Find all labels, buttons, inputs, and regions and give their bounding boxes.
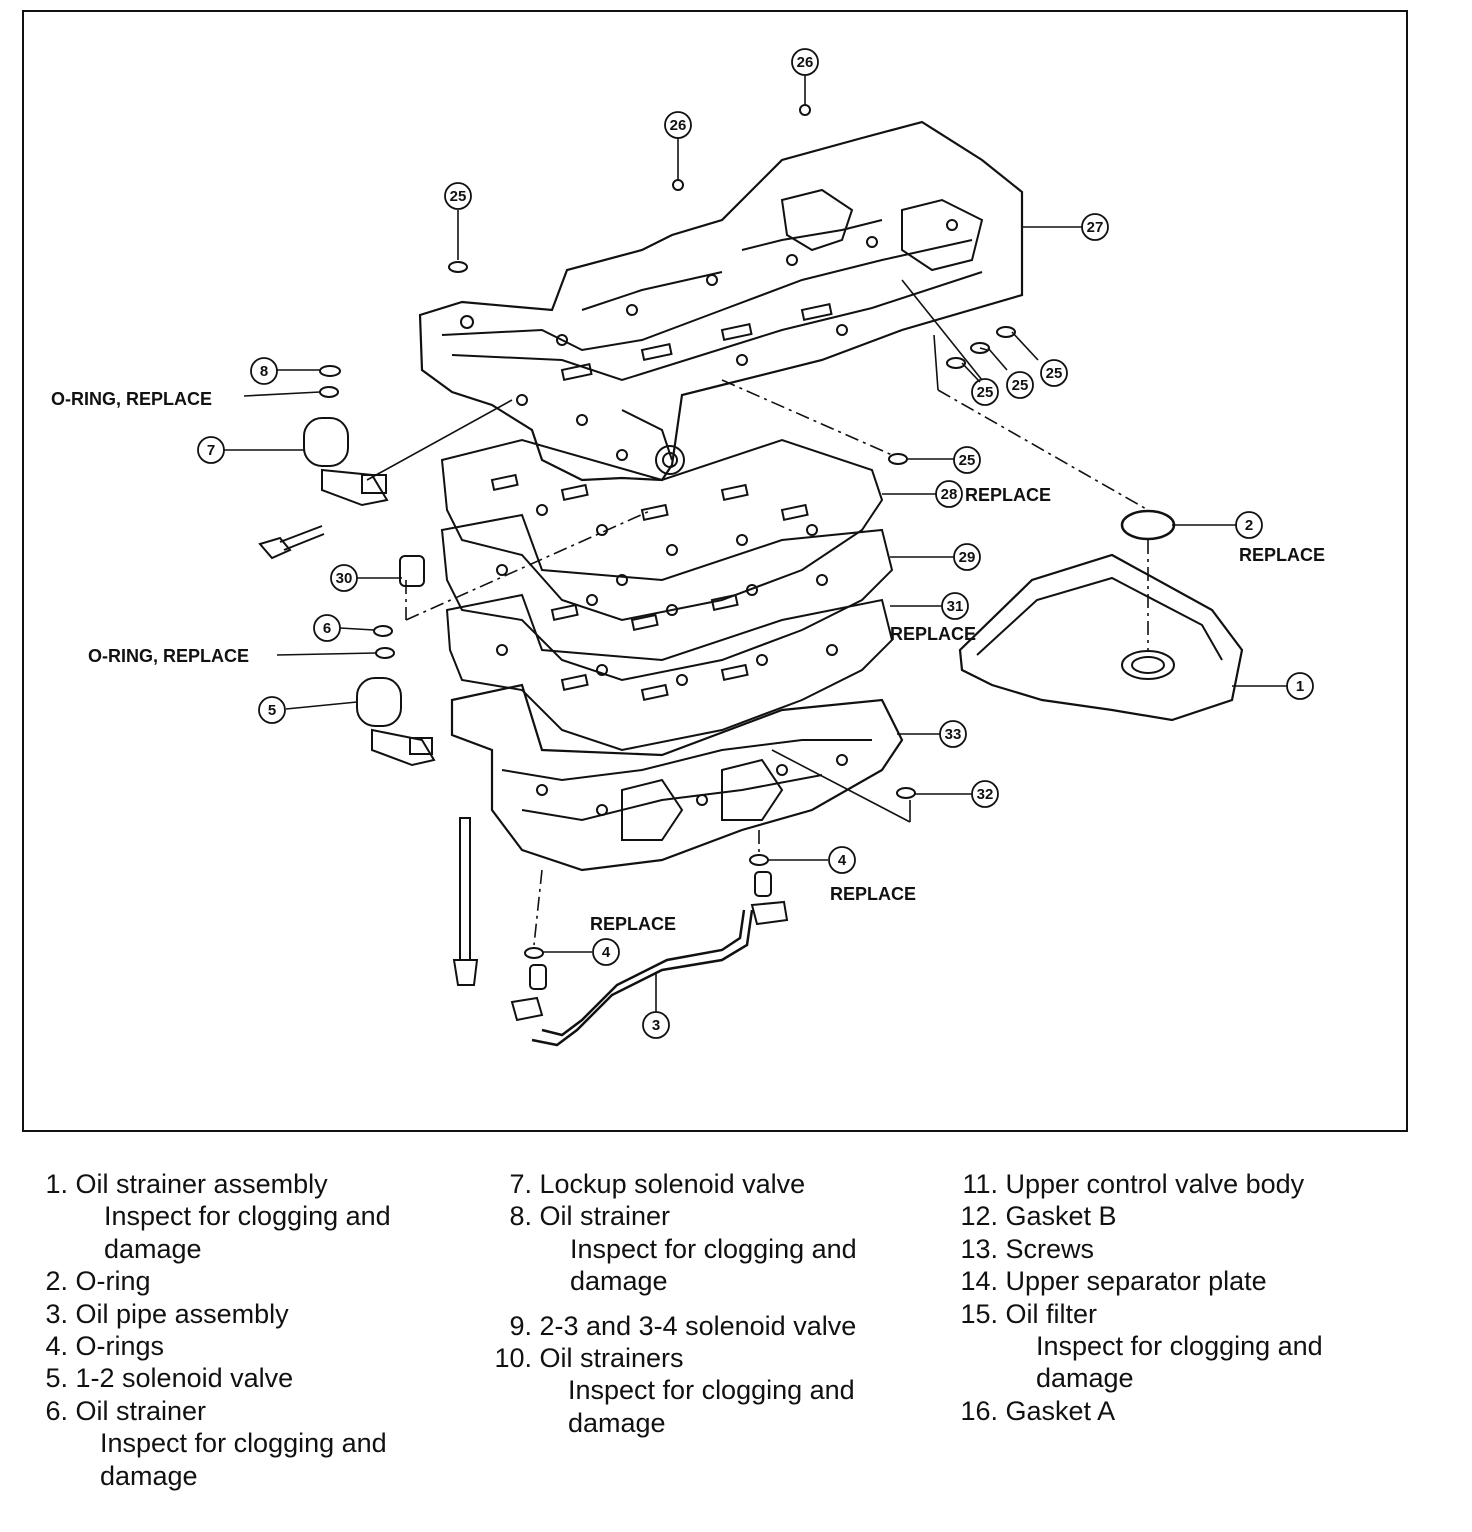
callout-5: 5 bbox=[258, 696, 286, 724]
callout-3: 3 bbox=[642, 1011, 670, 1039]
callout-25-top-left: 25 bbox=[444, 182, 472, 210]
callout-2: 2 bbox=[1235, 511, 1263, 539]
legend-item: 7. Lockup solenoid valve bbox=[509, 1169, 806, 1199]
svg-text:27: 27 bbox=[1087, 219, 1104, 236]
svg-text:4: 4 bbox=[602, 944, 611, 961]
svg-text:29: 29 bbox=[959, 549, 976, 566]
legend-column-2: 7. Lockup solenoid valve 8. Oil strainer… bbox=[488, 1168, 928, 1439]
svg-text:25: 25 bbox=[977, 384, 994, 401]
long-bolt bbox=[452, 817, 479, 986]
callout-8: 8 bbox=[250, 357, 278, 385]
legend-note: Inspect for clogging and damage bbox=[568, 1375, 855, 1438]
label-oring-replace-top: O-RING, REPLACE bbox=[51, 389, 212, 409]
bolt-7 bbox=[258, 525, 325, 560]
oil-strainer-assembly bbox=[958, 553, 1244, 722]
upper-separator-plate bbox=[440, 513, 894, 682]
exploded-diagram: 1 2 3 4 4 5 6 7 8 25 25 25 25 25 26 26 2… bbox=[51, 48, 1325, 1047]
svg-text:3: 3 bbox=[652, 1017, 660, 1034]
legend-item: 6. Oil strainer bbox=[45, 1395, 207, 1426]
callout-31: 31 bbox=[941, 592, 969, 620]
upper-control-valve-body bbox=[418, 120, 1024, 482]
callout-6: 6 bbox=[313, 614, 341, 642]
callout-4-left: 4 bbox=[592, 938, 620, 966]
legend-item: 8. Oil strainer bbox=[509, 1201, 671, 1232]
legend-item: 12. Gasket B bbox=[960, 1201, 1117, 1232]
oil-strainer-30 bbox=[399, 555, 425, 587]
callout-33: 33 bbox=[939, 720, 967, 748]
callout-25-right-c: 25 bbox=[971, 378, 999, 406]
label-replace-31: REPLACE bbox=[890, 624, 976, 644]
svg-text:25: 25 bbox=[450, 188, 467, 205]
callout-25-right-a: 25 bbox=[1040, 359, 1068, 387]
legend-note: Inspect for clogging and damage bbox=[100, 1428, 387, 1491]
svg-text:1: 1 bbox=[1296, 678, 1304, 695]
legend-item: 13. Screws bbox=[960, 1233, 1095, 1264]
legend-item: 14. Upper separator plate bbox=[960, 1266, 1267, 1297]
legend-note: Inspect for clogging and damage bbox=[1036, 1331, 1323, 1394]
legend-item: 11. Upper control valve body bbox=[962, 1169, 1305, 1199]
diagram-labels: O-RING, REPLACE O-RING, REPLACE REPLACE … bbox=[51, 389, 1325, 934]
o-ring-2 bbox=[1120, 509, 1176, 541]
legend-column-1: 1. Oil strainer assembly Inspect for clo… bbox=[34, 1168, 474, 1492]
svg-text:8: 8 bbox=[260, 363, 268, 380]
diagram-frame bbox=[22, 10, 1408, 1132]
callout-26-left: 26 bbox=[664, 111, 692, 139]
svg-text:33: 33 bbox=[945, 726, 962, 743]
legend-column-3: 11. Upper control valve body 12. Gasket … bbox=[954, 1168, 1414, 1427]
callout-29: 29 bbox=[953, 543, 981, 571]
legend-item: 4. O-rings bbox=[45, 1331, 165, 1362]
callout-25-mid: 25 bbox=[953, 446, 981, 474]
legend-item: 9. 2-3 and 3-4 solenoid valve bbox=[509, 1310, 857, 1341]
callout-7: 7 bbox=[197, 436, 225, 464]
callout-32: 32 bbox=[971, 780, 999, 808]
label-oring-replace-mid: O-RING, REPLACE bbox=[88, 646, 249, 666]
oil-pipe-assembly bbox=[510, 871, 789, 1047]
label-replace-2: REPLACE bbox=[1239, 545, 1325, 565]
callout-1: 1 bbox=[1286, 672, 1314, 700]
legend-note: Inspect for clogging and damage bbox=[104, 1201, 391, 1264]
lower-control-valve-body bbox=[450, 683, 904, 872]
svg-text:28: 28 bbox=[941, 486, 958, 503]
svg-text:25: 25 bbox=[959, 452, 976, 469]
svg-text:25: 25 bbox=[1012, 377, 1029, 394]
label-replace-4-left: REPLACE bbox=[590, 914, 676, 934]
svg-text:32: 32 bbox=[977, 786, 994, 803]
svg-text:26: 26 bbox=[797, 54, 814, 71]
gasket-a bbox=[445, 593, 894, 752]
legend-item: 1. Oil strainer assembly bbox=[45, 1169, 328, 1199]
callout-25-right-b: 25 bbox=[1006, 371, 1034, 399]
callout-27: 27 bbox=[1081, 213, 1109, 241]
legend-item: 10. Oil strainers bbox=[494, 1343, 684, 1374]
svg-text:31: 31 bbox=[947, 598, 964, 615]
legend-note: Inspect for clogging and damage bbox=[570, 1233, 857, 1297]
label-replace-28: REPLACE bbox=[965, 485, 1051, 505]
legend-item: 16. Gasket A bbox=[960, 1395, 1116, 1426]
svg-text:7: 7 bbox=[207, 442, 215, 459]
svg-text:4: 4 bbox=[838, 852, 847, 869]
leader-lines bbox=[224, 75, 1287, 1012]
legend-item: 15. Oil filter bbox=[960, 1298, 1098, 1329]
legend-item: 5. 1-2 solenoid valve bbox=[45, 1363, 294, 1394]
callouts: 1 2 3 4 4 5 6 7 8 25 25 25 25 25 26 26 2… bbox=[197, 48, 1314, 1039]
label-replace-4-right: REPLACE bbox=[830, 884, 916, 904]
callout-28: 28 bbox=[935, 480, 963, 508]
callout-30: 30 bbox=[330, 564, 358, 592]
svg-text:25: 25 bbox=[1046, 365, 1063, 382]
svg-text:26: 26 bbox=[670, 117, 687, 134]
svg-text:6: 6 bbox=[323, 620, 331, 637]
gasket-b bbox=[440, 438, 884, 622]
legend-item: 3. Oil pipe assembly bbox=[45, 1298, 289, 1329]
small-orings bbox=[319, 104, 1016, 959]
one-two-solenoid-valve bbox=[356, 677, 436, 767]
svg-text:30: 30 bbox=[336, 570, 353, 587]
legend-item: 2. O-ring bbox=[45, 1266, 151, 1297]
svg-text:5: 5 bbox=[268, 702, 276, 719]
callout-4-right: 4 bbox=[828, 846, 856, 874]
callout-26-top: 26 bbox=[791, 48, 819, 76]
svg-text:2: 2 bbox=[1245, 517, 1253, 534]
lockup-solenoid-valve bbox=[303, 417, 389, 507]
